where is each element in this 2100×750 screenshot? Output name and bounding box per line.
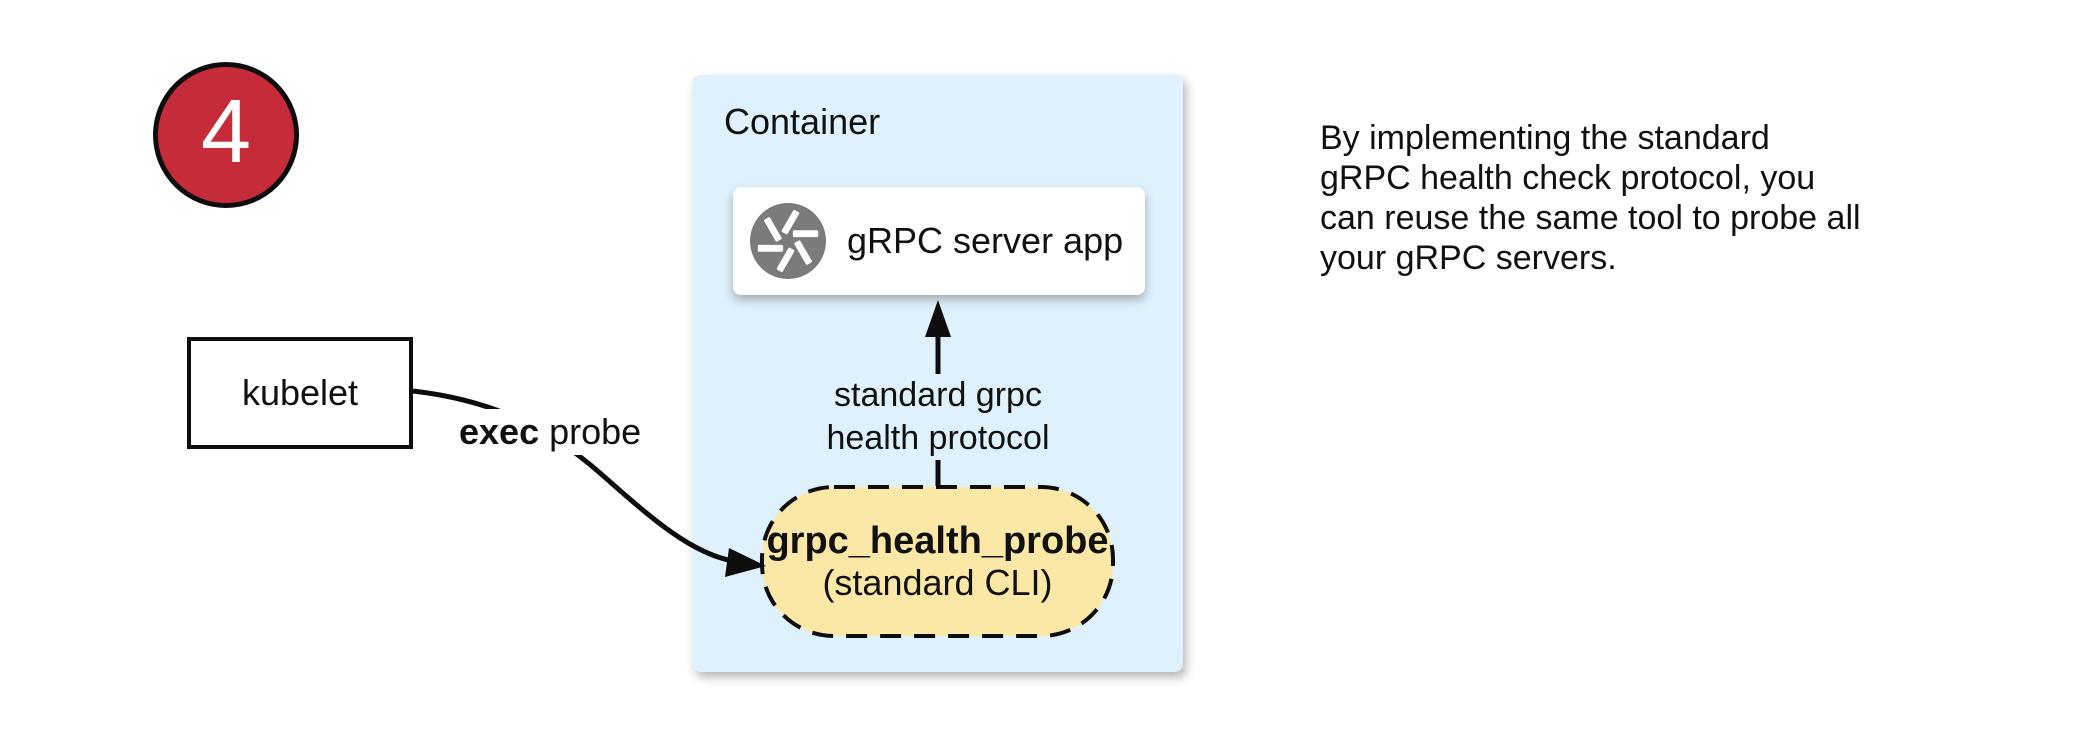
grpc-server-app-label: gRPC server app	[847, 220, 1124, 261]
probe-title: grpc_health_probe	[766, 519, 1109, 562]
step-number: 4	[200, 82, 252, 182]
container-title: Container	[724, 101, 881, 142]
health-protocol-label: standard grpc health protocol	[778, 374, 1098, 460]
exec-probe-label: exec probe	[453, 409, 648, 455]
grpc-server-app-box: gRPC server app	[733, 187, 1145, 295]
note-paragraph: By implementing the standard gRPC health…	[1320, 119, 1861, 277]
kubelet-label: kubelet	[241, 372, 359, 413]
step-number-badge: 4	[153, 62, 299, 208]
aperture-icon	[749, 202, 827, 280]
probe-subtitle: (standard CLI)	[822, 561, 1053, 603]
exec-probe-label-rest: probe	[539, 411, 642, 452]
kubelet-box: kubelet	[187, 337, 413, 449]
exec-probe-label-bold: exec	[459, 411, 540, 452]
grpc-health-probe-pill: grpc_health_probe (standard CLI)	[762, 487, 1113, 636]
